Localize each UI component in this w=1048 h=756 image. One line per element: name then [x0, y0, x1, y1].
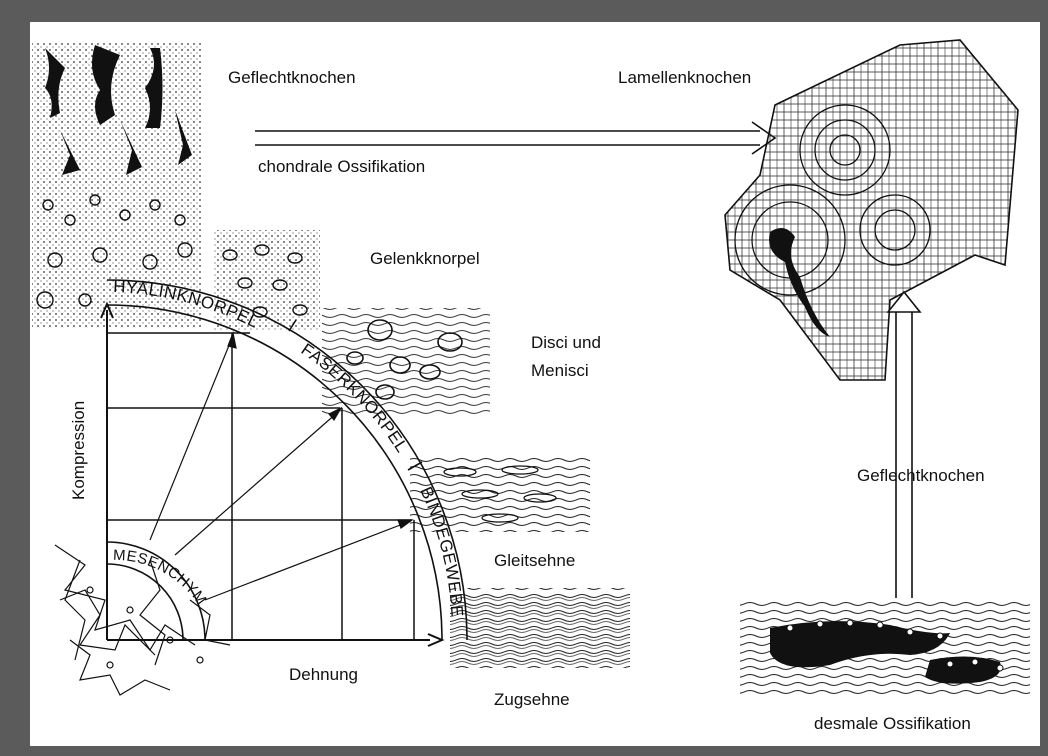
- chondral-ossification-arrow: [255, 122, 775, 154]
- tissue-lamellenknochen: [725, 40, 1018, 380]
- disci-label-line2: Menisci: [531, 361, 589, 380]
- diagram-svg: HYALINKNORPEL FASERKNORPEL BINDEGEWEBE M…: [30, 22, 1040, 746]
- mesenchym-label: MESENCHYM: [113, 547, 210, 609]
- diagram-canvas: HYALINKNORPEL FASERKNORPEL BINDEGEWEBE M…: [30, 22, 1040, 746]
- kompression-axis-label: Kompression: [69, 401, 88, 500]
- geflechtknochen-top-label: Geflechtknochen: [228, 68, 356, 87]
- chondrale-ossifikation-label: chondrale Ossifikation: [258, 157, 425, 176]
- gelenkknorpel-label: Gelenkknorpel: [370, 249, 480, 268]
- tissue-desmal: [740, 600, 1030, 695]
- disci-label-line1: Disci und: [531, 333, 601, 352]
- tissue-faserknorpel: [322, 308, 490, 418]
- lamellenknochen-label: Lamellenknochen: [618, 68, 751, 87]
- tissue-zugsehne: [450, 588, 630, 668]
- geflechtknochen-right-label: Geflechtknochen: [857, 466, 985, 485]
- zugsehne-label: Zugsehne: [494, 690, 570, 709]
- desmal-upward-arrow: [888, 292, 920, 598]
- desmale-ossifikation-label: desmale Ossifikation: [814, 714, 971, 733]
- gleitsehne-label: Gleitsehne: [494, 551, 575, 570]
- dehnung-axis-label: Dehnung: [289, 665, 358, 684]
